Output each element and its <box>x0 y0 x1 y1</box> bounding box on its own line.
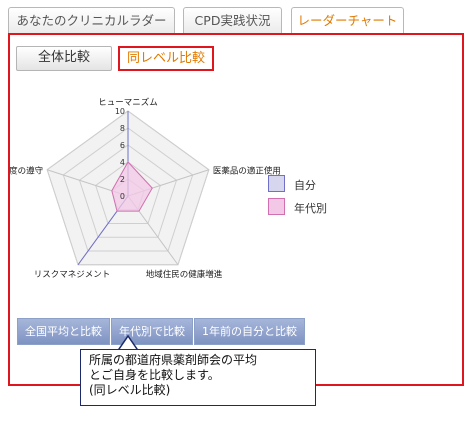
tooltip-line: 所属の都道府県薬剤師会の平均 <box>89 353 258 367</box>
radar-chart-panel: 全体比較 同レベル比較 0 2 4 6 8 10 ヒューマニズム医薬品の適正使用地域住民の… <box>8 33 464 386</box>
radar-axis-label: 法律制度の遵守 <box>10 166 43 177</box>
radar-grid-ring <box>46 110 210 266</box>
tooltip-line: とご自身を比較します。 <box>89 368 220 382</box>
compare-age-group-button[interactable]: 年代別で比較 <box>111 318 193 345</box>
radar-series <box>77 111 153 266</box>
same-level-compare-button[interactable]: 同レベル比較 <box>118 46 214 71</box>
radar-grid-ring <box>95 161 161 225</box>
radar-axis-label: リスクマネジメント <box>34 270 111 280</box>
compare-national-average-button[interactable]: 全国平均と比較 <box>17 318 110 345</box>
radar-tick-label: 2 <box>120 175 125 184</box>
tooltip-line: (同レベル比較) <box>89 383 171 397</box>
tab-clinical-ladder[interactable]: あなたのクリニカルラダー <box>8 7 175 34</box>
legend-swatch-self <box>268 175 285 192</box>
radar-tick-label: 10 <box>115 107 125 116</box>
compare-button-bar: 全国平均と比較 年代別で比較 1年前の自分と比較 <box>17 318 306 345</box>
tab-cpd-status[interactable]: CPD実践状況 <box>183 7 282 34</box>
legend-swatch-age-group <box>268 198 285 215</box>
compare-tooltip: 所属の都道府県薬剤師会の平均 とご自身を比較します。 (同レベル比較) <box>80 349 316 406</box>
radar-ticks: 0 2 4 6 8 10 <box>115 107 125 201</box>
overall-compare-button[interactable]: 全体比較 <box>16 46 112 71</box>
legend-label-self: 自分 <box>294 179 316 192</box>
radar-grid-ring <box>62 127 194 252</box>
compare-last-year-button[interactable]: 1年前の自分と比較 <box>194 318 305 345</box>
radar-axis-label: 医薬品の適正使用 <box>213 166 281 177</box>
radar-tick-label: 6 <box>120 141 125 150</box>
tab-radar-chart[interactable]: レーダーチャート <box>291 7 404 36</box>
radar-tick-label: 4 <box>120 158 125 167</box>
radar-axis-label: 地域住民の健康増進 <box>146 269 223 280</box>
radar-series-1 <box>111 161 153 212</box>
radar-tick-label: 0 <box>120 192 125 201</box>
legend-label-age-group: 年代別 <box>294 202 327 215</box>
radar-grid-ring <box>78 144 178 238</box>
radar-axis-label: ヒューマニズム <box>98 97 158 108</box>
radar-tick-label: 8 <box>120 124 125 133</box>
